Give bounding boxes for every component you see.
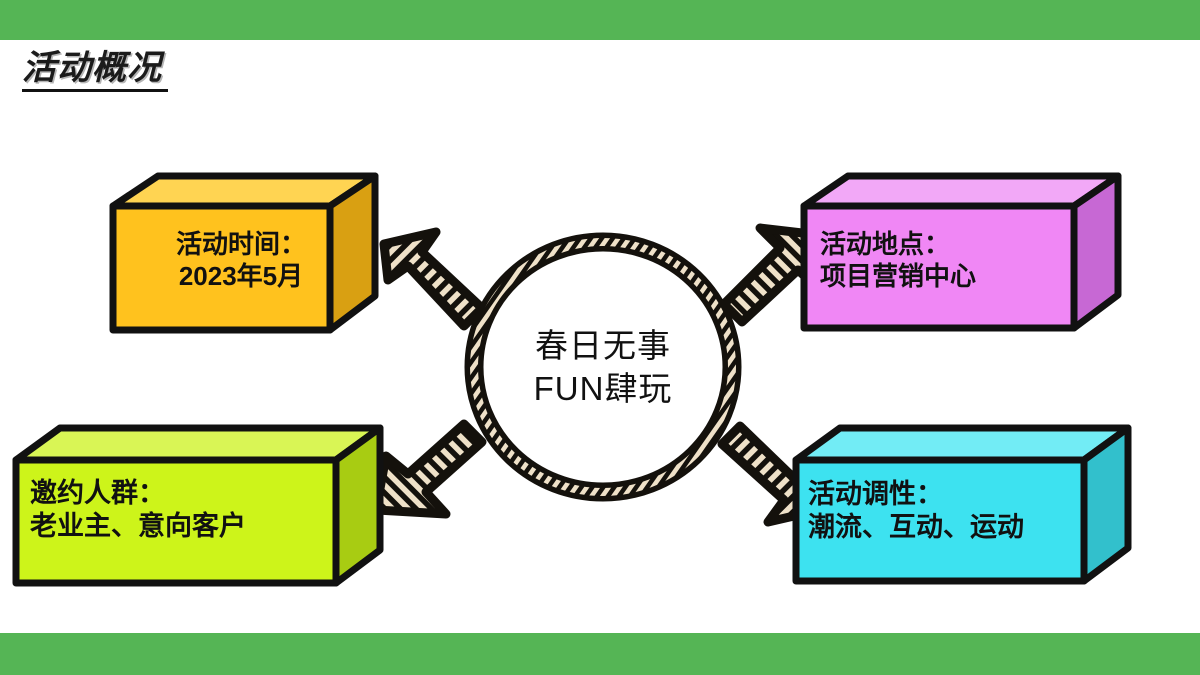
top-accent-bar [0, 0, 1200, 40]
campaign-name-circle: 春日无事 FUN肆玩 [462, 230, 744, 505]
page-title-underline [22, 89, 168, 92]
arrow-down-left [368, 418, 487, 532]
page-title-text: 活动概况 [22, 49, 162, 87]
activity-tone-box[interactable]: 活动调性： 潮流、互动、运动 [786, 420, 1136, 595]
invited-audience-box[interactable]: 邀约人群： 老业主、意向客户 [8, 420, 388, 595]
activity-time-box[interactable]: 活动时间： 2023年5月 [104, 170, 384, 345]
activity-location-box[interactable]: 活动地点： 项目营销中心 [796, 170, 1126, 345]
arrow-up-left [378, 222, 490, 334]
page-title: 活动概况 [22, 48, 168, 92]
bottom-accent-bar [0, 633, 1200, 675]
